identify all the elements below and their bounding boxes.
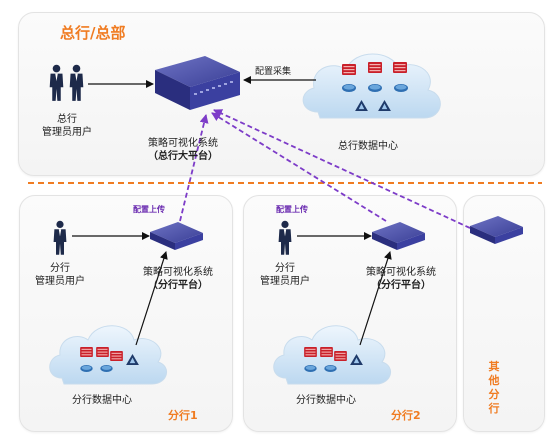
- hq-datacenter-cloud-icon: [302, 53, 441, 119]
- hq-platform-label: 策略可视化系统 （总行大平台）: [136, 137, 230, 163]
- branch2-admin-person-icon: [278, 220, 292, 255]
- other-branch-name: 其 他 分 行: [487, 360, 501, 416]
- config-collect-label: 配置采集: [255, 67, 292, 77]
- hq-admin-person-icon: [49, 64, 64, 101]
- branch1-datacenter-label: 分行数据中心: [72, 395, 132, 406]
- hq-admin-label-line1: 总行: [57, 114, 77, 125]
- branch2-datacenter-cloud-icon: [273, 325, 391, 385]
- branch2-admin-label: 分行 管理员用户: [252, 262, 318, 288]
- other-branch-device: [470, 216, 523, 244]
- branch1-admin-person-icon: [53, 220, 67, 255]
- branch2-platform-device: [372, 222, 425, 250]
- hq-admin-person-icon: [69, 64, 84, 101]
- branch1-admin-label-line2: 管理员用户: [35, 276, 85, 287]
- branch2-upload-label: 配置上传: [276, 205, 308, 214]
- branch1-platform-device: [150, 222, 203, 250]
- branch2-platform-label-line1: 策略可视化系统: [366, 267, 436, 278]
- other-branch-char: 行: [488, 402, 500, 415]
- hq-platform-device: [155, 56, 240, 110]
- branch1-platform-label-line1: 策略可视化系统: [143, 267, 213, 278]
- branch1-datacenter-cloud-icon: [49, 325, 167, 385]
- branch1-upload-label: 配置上传: [133, 205, 165, 214]
- branch1-admin-label-line1: 分行: [50, 263, 70, 274]
- branch2-admin-label-line2: 管理员用户: [260, 276, 310, 287]
- other-branch-char: 他: [488, 374, 500, 387]
- branch2-platform-label-line2: （分行平台）: [371, 280, 431, 291]
- branch2-upload-arrow: [211, 112, 387, 222]
- other-upload-arrow: [213, 109, 471, 229]
- hq-admin-label: 总行 管理员用户: [34, 113, 100, 139]
- branch1-name: 分行1: [168, 409, 198, 422]
- hq-platform-label-line2: （总行大平台）: [148, 151, 218, 162]
- branch1-upload-arrow: [179, 114, 209, 222]
- branch2-admin-label-line1: 分行: [275, 263, 295, 274]
- branch2-dc-arrow: [359, 251, 392, 346]
- hq-datacenter-label: 总行数据中心: [338, 141, 398, 152]
- branch2-name: 分行2: [391, 409, 421, 422]
- hq-platform-label-line1: 策略可视化系统: [148, 138, 218, 149]
- branch1-platform-label: 策略可视化系统 （分行平台）: [132, 266, 224, 292]
- branch2-platform-label: 策略可视化系统 （分行平台）: [355, 266, 447, 292]
- hq-admin-label-line2: 管理员用户: [42, 127, 92, 138]
- hq-region: [18, 12, 545, 176]
- other-branch-char: 分: [488, 388, 500, 401]
- branch1-admin-label: 分行 管理员用户: [27, 262, 93, 288]
- branch2-datacenter-label: 分行数据中心: [296, 395, 356, 406]
- other-branch-char: 其: [488, 360, 500, 373]
- branch1-platform-label-line2: （分行平台）: [148, 280, 208, 291]
- branch1-dc-arrow: [135, 251, 168, 346]
- hq-title: 总行/总部: [60, 24, 126, 42]
